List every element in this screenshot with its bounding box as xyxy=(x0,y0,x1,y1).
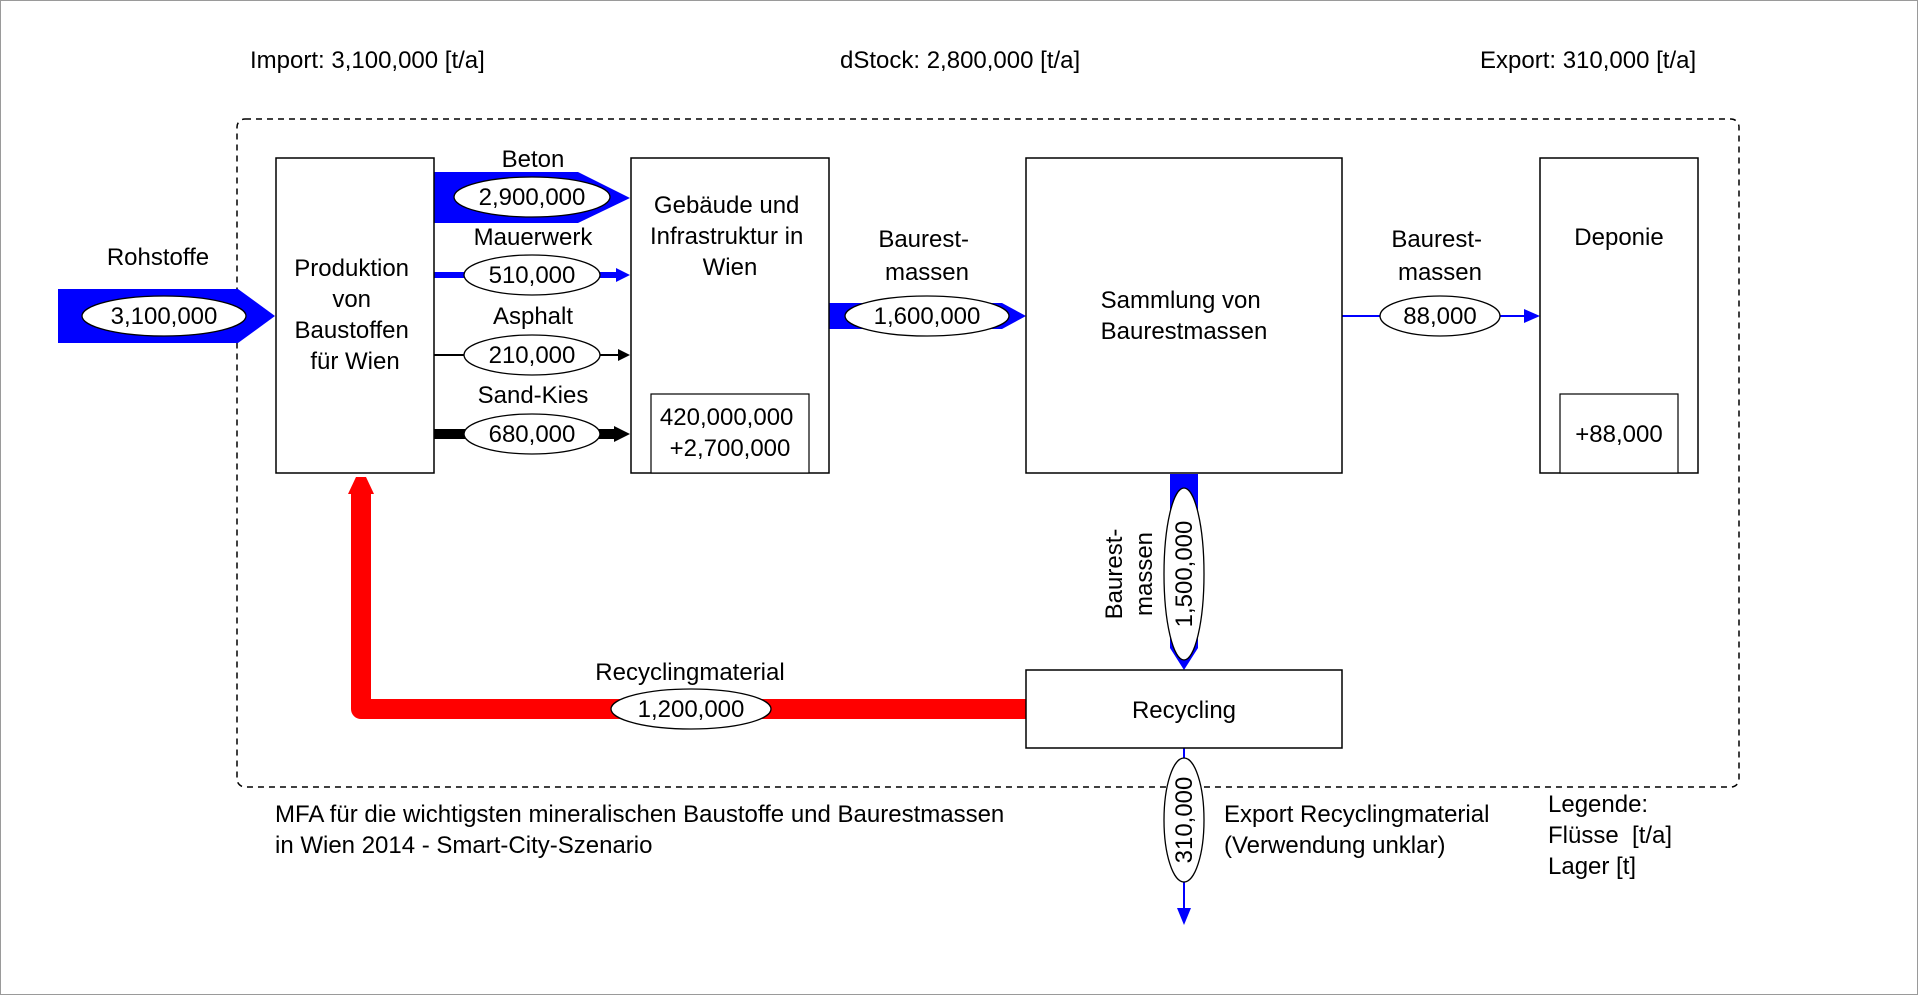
deponie-label: Deponie xyxy=(1574,224,1663,251)
svg-text:Baurest-: Baurest- xyxy=(1101,529,1128,620)
gebaeude-stock-value: 420,000,000 +2,700,000 xyxy=(660,404,800,462)
baurest-recycling-value: 1,500,000 xyxy=(1171,521,1198,628)
deponie-stock-value: +88,000 xyxy=(1575,421,1662,448)
rohstoffe-label: Rohstoffe xyxy=(107,244,209,271)
asphalt-arrowhead xyxy=(618,349,630,361)
import-label: Import: 3,100,000 [t/a] xyxy=(250,47,485,74)
recyclingmaterial-arrowhead xyxy=(348,477,374,494)
dstock-label: dStock: 2,800,000 [t/a] xyxy=(840,47,1080,74)
sandkies-arrowhead xyxy=(614,426,630,442)
recyclingmaterial-label: Recyclingmaterial xyxy=(595,659,784,686)
export-recycling-value-ellipse xyxy=(1163,757,1205,883)
baurest-deponie-value-ellipse xyxy=(1379,295,1501,337)
export-recycling-arrowhead xyxy=(1177,908,1191,925)
recyclingmaterial-flow-line xyxy=(351,490,1026,719)
baurest-recycling-label: Baurest- massen xyxy=(1101,529,1158,620)
gebaeude-label: Gebäude und Infrastruktur in Wien xyxy=(650,192,810,281)
beton-value-ellipse xyxy=(453,176,611,218)
baurest-deponie-value: 88,000 xyxy=(1403,303,1476,330)
sandkies-value-ellipse xyxy=(463,413,601,455)
baurest-recycling-value-ellipse xyxy=(1163,487,1205,661)
beton-label: Beton xyxy=(502,146,565,173)
baurest-deponie-label: Baurest- massen xyxy=(1391,226,1488,286)
recycling-label: Recycling xyxy=(1132,697,1236,724)
deponie-stock-box xyxy=(1559,393,1679,474)
diagram-caption: MFA für die wichtigsten mineralischen Ba… xyxy=(275,801,1011,859)
mauerwerk-label: Mauerwerk xyxy=(474,224,594,251)
svg-text:massen: massen xyxy=(1131,532,1158,616)
sammlung-label: Sammlung von Baurestmassen xyxy=(1101,287,1268,345)
recycling-box xyxy=(1025,669,1343,749)
sandkies-label: Sand-Kies xyxy=(478,382,589,409)
legend: Legende: Flüsse [t/a] Lager [t] xyxy=(1548,791,1679,880)
asphalt-label: Asphalt xyxy=(493,303,573,330)
export-recycling-value: 310,000 xyxy=(1171,777,1198,864)
mauerwerk-value-ellipse xyxy=(463,254,601,296)
rohstoffe-value: 3,100,000 xyxy=(111,303,218,330)
export-label: Export: 310,000 [t/a] xyxy=(1480,47,1696,74)
recyclingmaterial-value: 1,200,000 xyxy=(638,696,745,723)
baurest-sammlung-value-ellipse xyxy=(844,295,1010,337)
produktion-box xyxy=(275,157,435,474)
beton-value: 2,900,000 xyxy=(479,184,586,211)
mauerwerk-arrowhead xyxy=(616,268,630,282)
produktion-label: Produktion von Baustoffen für Wien xyxy=(294,255,415,375)
rohstoffe-value-ellipse xyxy=(81,295,247,337)
baurest-sammlung-value: 1,600,000 xyxy=(874,303,981,330)
gebaeude-stock-box xyxy=(650,393,810,474)
sandkies-value: 680,000 xyxy=(489,421,576,448)
export-recycling-label: Export Recyclingmaterial (Verwendung unk… xyxy=(1224,801,1496,859)
baurest-deponie-arrowhead xyxy=(1524,309,1540,323)
system-boundary xyxy=(236,118,1740,788)
mauerwerk-value: 510,000 xyxy=(489,262,576,289)
baurest-sammlung-label: Baurest- massen xyxy=(878,226,975,286)
sammlung-box xyxy=(1025,157,1343,474)
asphalt-value-ellipse xyxy=(463,334,601,376)
recyclingmaterial-value-ellipse xyxy=(610,688,772,730)
asphalt-value: 210,000 xyxy=(489,342,576,369)
